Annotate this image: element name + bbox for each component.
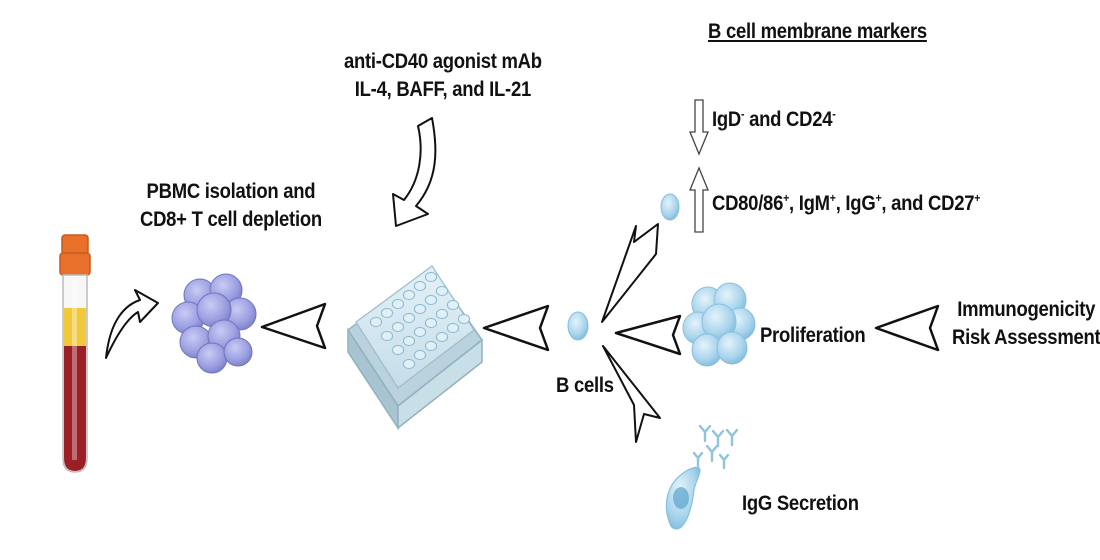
proliferation-label: Proliferation [760,324,866,347]
well [380,307,394,319]
down-arrow-icon [689,99,709,156]
up-arrow-icon [689,166,709,233]
markers-up-label: CD80/86+, IgM+, IgG+, and CD27+ [712,191,981,215]
stimulus-label: anti-CD40 agonist mAb IL-4, BAFF, and IL… [344,48,542,105]
proliferation-cluster-icon [682,282,756,367]
igg-secretion-label: IgG Secretion [742,492,859,515]
b-cell-icon [567,311,589,341]
plasma-cell-icon [665,466,701,530]
blood-tube-icon [59,234,91,473]
well [402,335,416,347]
pbmc-isolation-line1: PBMC isolation and [146,180,316,203]
markers-down-label: IgD- and CD24- [712,107,836,131]
well [424,294,438,306]
pbmc-cluster-icon [171,273,257,374]
risk-line2: Risk Assessment [952,326,1100,350]
well [435,285,449,297]
well [446,322,460,334]
pbmc-isolation-line2: CD8+ T cell depletion [140,208,322,232]
well [402,358,416,370]
well [413,280,427,292]
well [391,298,405,310]
well [424,271,438,283]
branch-arrow-down-icon [602,345,661,443]
arrow-icon [482,304,550,352]
well [413,326,427,338]
pbmc-isolation-label: PBMC isolation and CD8+ T cell depletion [140,178,322,235]
risk-assessment-label: Immunogenicity Risk Assessment [952,296,1100,353]
well [435,331,449,343]
stimulus-line2: IL-4, BAFF, and IL-21 [354,78,531,102]
b-cells-label: B cells [556,374,614,397]
well [413,349,427,361]
well [402,312,416,324]
branch-arrow-up-icon [601,223,659,323]
well [380,330,394,342]
well [413,303,427,315]
well [391,344,405,356]
well [457,313,471,325]
markers-title: B cell membrane markers [708,20,927,43]
arrow-icon [874,304,940,352]
well-plate-icon [346,265,484,431]
risk-line1: Immunogenicity [957,298,1096,321]
activated-b-cell-icon [660,193,680,221]
curved-arrow-icon [105,289,159,359]
well [446,299,460,311]
well [391,321,405,333]
antibodies-icon [692,424,739,470]
well [369,316,383,328]
well [402,289,416,301]
branch-arrow-right-icon [614,314,682,356]
well [435,308,449,320]
curved-down-arrow-icon [392,117,437,227]
stimulus-line1: anti-CD40 agonist mAb [344,50,542,73]
well [424,317,438,329]
well [424,340,438,352]
arrow-icon [260,302,327,350]
